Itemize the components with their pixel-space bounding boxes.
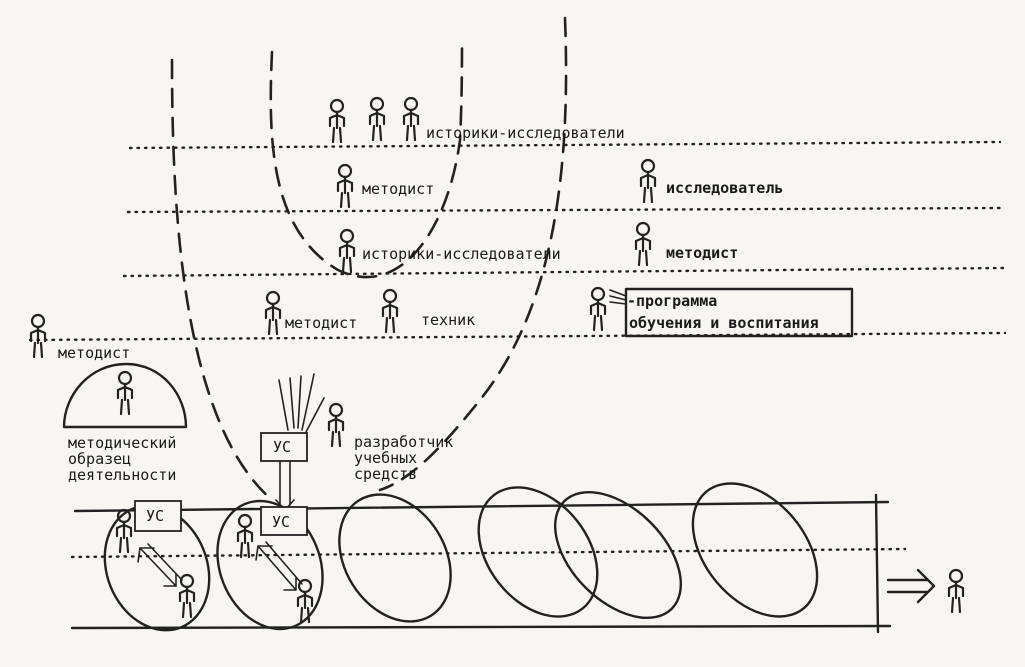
historians-group-top bbox=[328, 96, 420, 144]
person-developer bbox=[327, 402, 345, 448]
label-us-box-center: УС bbox=[272, 513, 290, 531]
level-line-4 bbox=[28, 331, 1007, 342]
person-technician bbox=[381, 288, 399, 334]
label-methodist-right: методист bbox=[666, 244, 738, 262]
label-sample-3: деятельности bbox=[68, 466, 176, 484]
output-arrow bbox=[886, 568, 936, 604]
interaction-arrows bbox=[137, 541, 303, 591]
label-sample-2: образец bbox=[68, 450, 131, 468]
dashed-boundaries bbox=[170, 16, 568, 502]
label-historians-top: историки-исследователи bbox=[426, 124, 625, 142]
stage-ellipse-3 bbox=[338, 493, 452, 623]
us-box-center bbox=[260, 506, 308, 536]
us-box-upper bbox=[260, 432, 308, 462]
level-lines bbox=[28, 140, 1007, 559]
label-methodist-low: методист bbox=[285, 314, 357, 332]
person-researcher bbox=[639, 158, 657, 204]
inner-dashed-curve bbox=[269, 38, 464, 279]
label-sample-1: методический bbox=[68, 434, 176, 452]
label-us-box-left: УС bbox=[146, 507, 164, 525]
program-box bbox=[624, 287, 854, 338]
down-arrow bbox=[275, 460, 295, 512]
label-historians-mid: историки-исследователи bbox=[362, 245, 561, 263]
label-developer-1: разработчик bbox=[354, 433, 453, 451]
level-line-1 bbox=[128, 140, 1002, 150]
label-us-upper: УС bbox=[273, 438, 291, 456]
stage-ellipse-5 bbox=[553, 490, 683, 620]
person-in-dome bbox=[116, 370, 134, 416]
person-methodist-upper bbox=[336, 163, 354, 209]
person-historian-mid bbox=[338, 228, 356, 274]
stage-ellipse-1 bbox=[103, 504, 211, 632]
teaching-aids-upper: УС bbox=[260, 373, 325, 512]
us-box-left bbox=[134, 500, 182, 532]
person-methodist-low bbox=[264, 290, 282, 336]
band-bottom-line bbox=[70, 624, 892, 630]
interaction-arrow-1 bbox=[137, 543, 183, 587]
process-band bbox=[70, 493, 892, 634]
label-program-2: обучения и воспитания bbox=[629, 314, 819, 332]
person-methodist-right bbox=[634, 221, 652, 267]
outer-dashed-left bbox=[170, 58, 274, 502]
band-middle-line bbox=[70, 547, 907, 559]
person-program-author bbox=[589, 286, 607, 332]
band-end-line bbox=[874, 493, 880, 634]
stage-ellipse-2 bbox=[216, 499, 324, 631]
arrow-to-program bbox=[609, 289, 627, 305]
incoming-arrows bbox=[278, 373, 325, 433]
person-methodist-left bbox=[29, 313, 47, 359]
methodical-sample-dome bbox=[62, 362, 188, 429]
band-top-line bbox=[73, 500, 890, 513]
label-technician: техник bbox=[421, 311, 475, 329]
person-graduate bbox=[947, 568, 965, 614]
label-program-1: -программа bbox=[627, 292, 717, 310]
outer-dashed-right bbox=[378, 16, 568, 492]
program-block: -программа обучения и воспитания bbox=[589, 286, 854, 338]
stage-ellipse-4 bbox=[477, 486, 599, 618]
stage-ellipses bbox=[103, 482, 819, 632]
level-line-2 bbox=[126, 206, 1002, 214]
label-researcher: исследователь bbox=[666, 179, 783, 197]
label-developer-3: средств bbox=[354, 465, 417, 483]
label-methodist-upper: методист bbox=[362, 180, 434, 198]
interaction-arrow-2 bbox=[255, 541, 303, 591]
label-methodist-left: методист bbox=[58, 344, 130, 362]
level-line-3 bbox=[122, 266, 1005, 278]
stage-ellipse-6 bbox=[691, 482, 819, 618]
label-developer-2: учебных bbox=[354, 449, 417, 467]
